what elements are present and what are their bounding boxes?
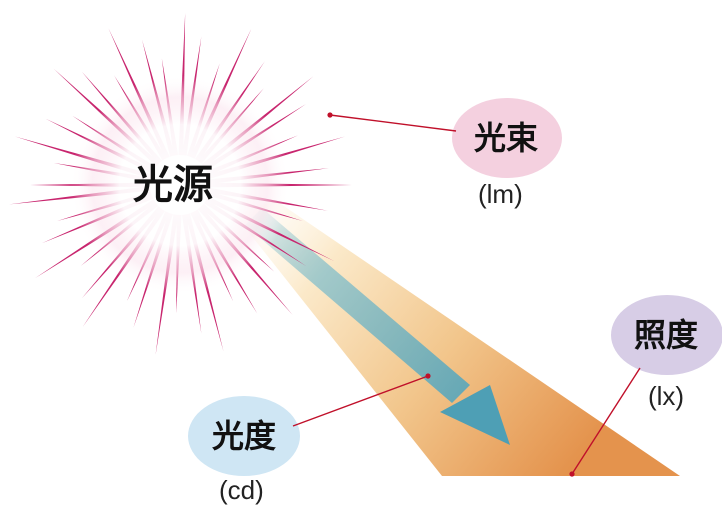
- illuminance-leader-dot: [569, 471, 574, 476]
- intensity-label: 光度: [212, 420, 276, 452]
- illuminance-unit: (lx): [648, 383, 684, 409]
- illuminance-label: 照度: [634, 319, 698, 351]
- intensity-unit: (cd): [219, 477, 264, 503]
- flux-leader-line: [330, 115, 456, 131]
- source-label: 光源: [133, 165, 213, 205]
- flux-label: 光束: [474, 122, 538, 154]
- flux-leader-dot: [327, 112, 332, 117]
- flux-unit: (lm): [478, 181, 523, 207]
- intensity-leader-dot: [425, 373, 430, 378]
